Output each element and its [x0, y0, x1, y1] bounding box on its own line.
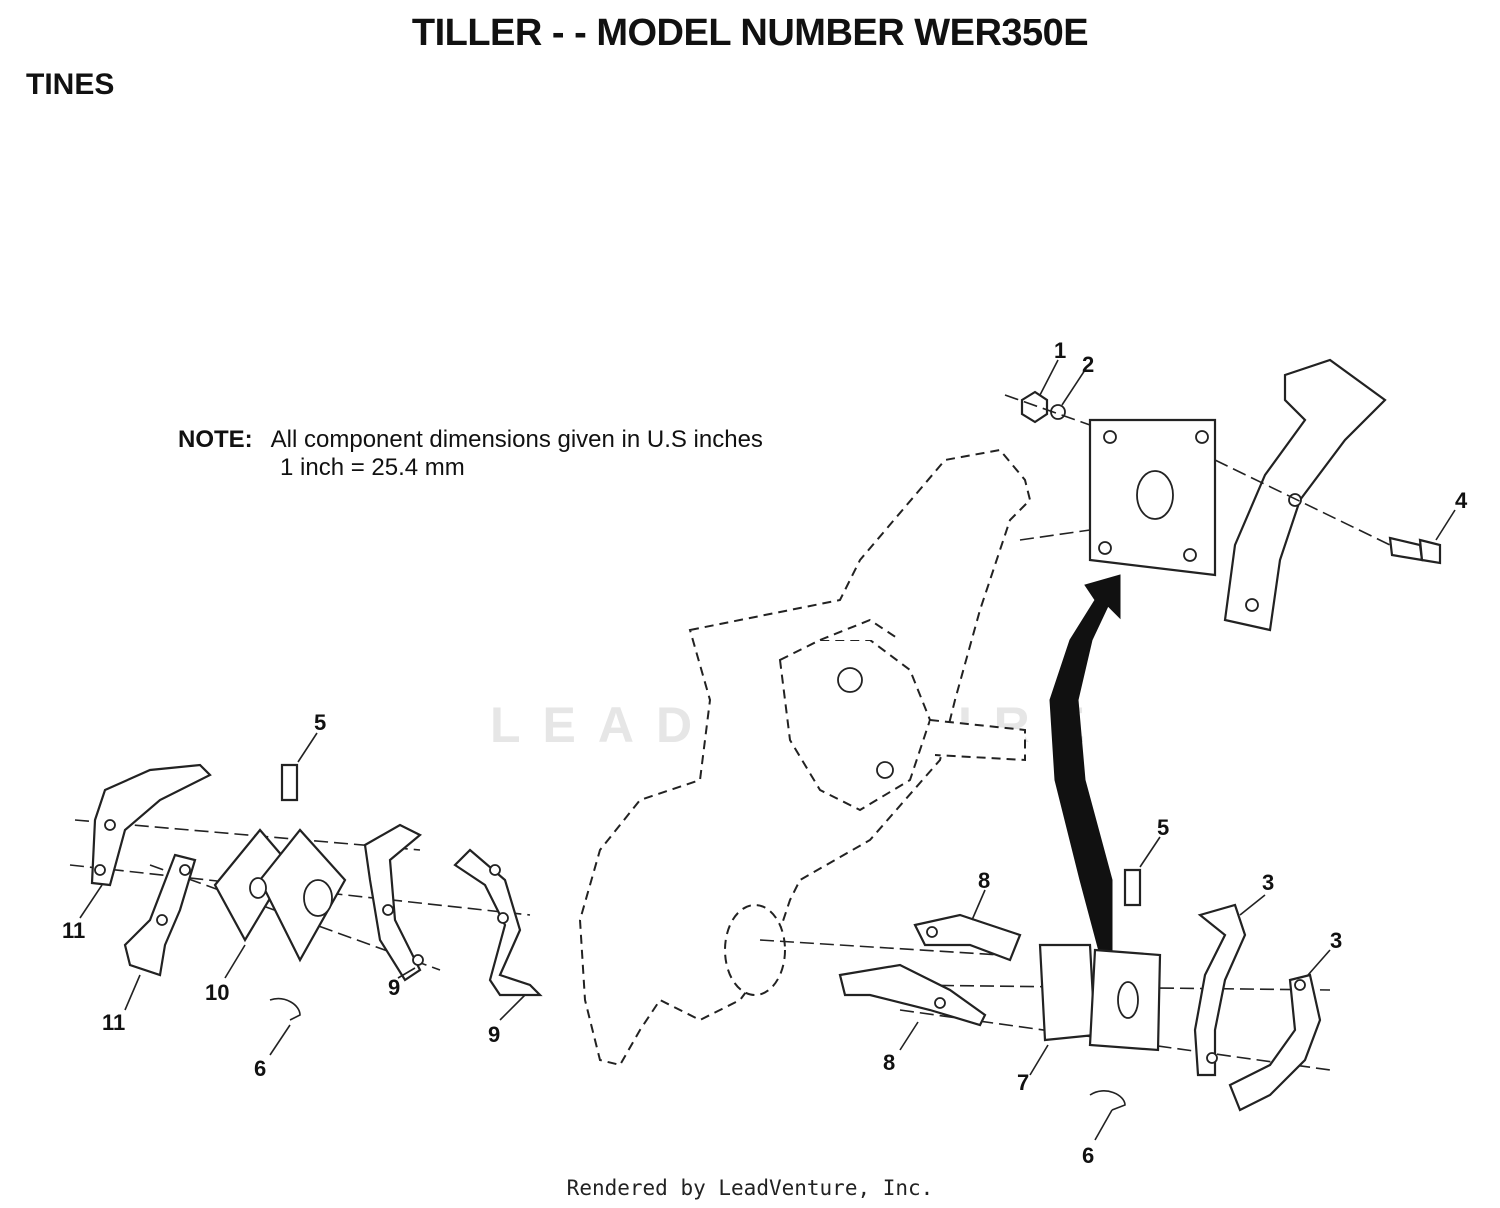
callout-11a: 11 — [62, 918, 85, 943]
large-tine — [1223, 358, 1387, 632]
dimension-note: NOTE: All component dimensions given in U… — [178, 426, 763, 482]
callout-6b: 6 — [1082, 1143, 1094, 1168]
footer-credit: Rendered by LeadVenture, Inc. — [566, 1176, 934, 1200]
callout-4: 4 — [1455, 488, 1468, 513]
callout-8b: 8 — [883, 1050, 895, 1075]
callout-10: 10 — [205, 980, 229, 1005]
callout-3a: 3 — [1262, 870, 1274, 895]
left-tine-assembly — [69, 763, 543, 1021]
mounting-plate — [1088, 418, 1217, 577]
callout-7: 7 — [1017, 1070, 1029, 1095]
callout-8a: 8 — [978, 868, 990, 893]
note-line1: All component dimensions given in U.S in… — [270, 426, 763, 453]
callout-11b: 11 — [102, 1010, 125, 1035]
callout-9a: 9 — [388, 975, 400, 1000]
tiller-housing — [578, 448, 1032, 1067]
note-line2: 1 inch = 25.4 mm — [280, 454, 465, 481]
leader-lines — [79, 359, 1456, 1141]
callout-labels: 1 2 3 3 4 5 5 6 6 7 8 8 9 9 10 11 11 — [62, 338, 1468, 1168]
callout-5a: 5 — [314, 710, 326, 735]
right-tine-assembly — [759, 868, 1331, 1112]
hardware-top — [1004, 390, 1442, 565]
callout-2: 2 — [1082, 352, 1094, 377]
page-title: TILLER - - MODEL NUMBER WER350E — [411, 12, 1089, 54]
note-label: NOTE: — [178, 426, 253, 453]
callout-3b: 3 — [1330, 928, 1342, 953]
assembly-arrow — [1049, 574, 1121, 956]
callout-1: 1 — [1054, 338, 1066, 363]
callout-9b: 9 — [488, 1022, 500, 1047]
section-title: TINES — [26, 68, 115, 101]
callout-6a: 6 — [254, 1056, 266, 1081]
callout-5b: 5 — [1157, 815, 1169, 840]
